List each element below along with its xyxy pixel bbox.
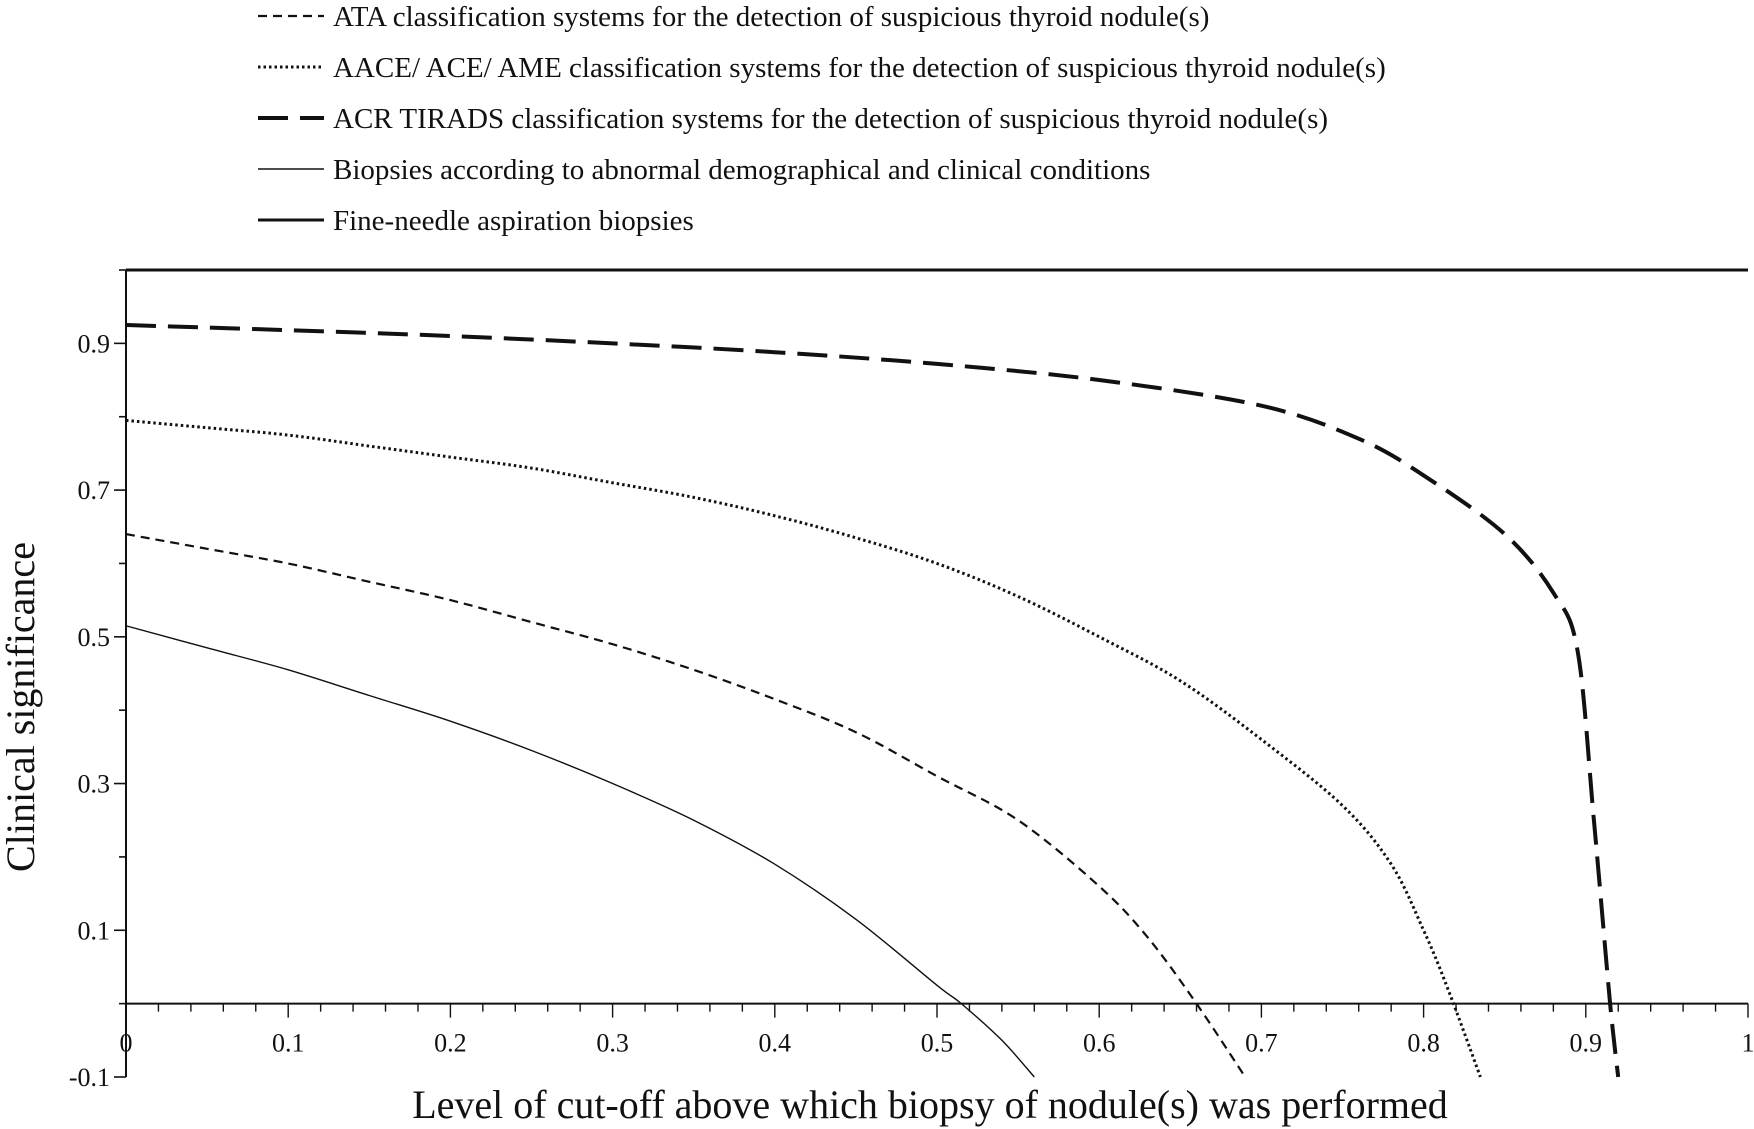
x-tick-label: 0.6 [1083, 1029, 1116, 1058]
x-tick-label: 0 [120, 1029, 133, 1058]
y-tick-label: 0.3 [78, 770, 111, 799]
x-tick-label: 0.5 [921, 1029, 954, 1058]
series-layer [125, 268, 1748, 1078]
y-tick-label: 0.5 [78, 623, 111, 652]
x-tick-label: 0.8 [1407, 1029, 1440, 1058]
x-tick-label: 1 [1742, 1029, 1754, 1058]
legend-label-2: AACE/ ACE/ AME classification systems fo… [333, 52, 1386, 84]
x-tick-label: 0.7 [1245, 1029, 1278, 1058]
series-line-3 [125, 323, 1621, 1078]
legend-label-4: Biopsies according to abnormal demograph… [333, 154, 1150, 186]
x-tick-label: 0.9 [1570, 1029, 1603, 1058]
legend: ATA classification systems for the detec… [258, 1, 1386, 237]
x-axis-title: Level of cut-off above which biopsy of n… [412, 1082, 1448, 1127]
y-tick-label: 0.9 [78, 329, 111, 358]
x-tick-label: 0.3 [596, 1029, 629, 1058]
series-line-1 [125, 533, 1247, 1078]
y-axis-title: Clinical significance [0, 542, 43, 872]
y-tick-label: 0.1 [78, 916, 111, 945]
y-tick-label: -0.1 [69, 1063, 110, 1092]
series-line-2 [125, 418, 1482, 1078]
series-line-4 [125, 625, 1035, 1078]
legend-label-5: Fine-needle aspiration biopsies [333, 205, 694, 237]
legend-label-3: ACR TIRADS classification systems for th… [333, 103, 1328, 135]
x-tick-label: 0.2 [434, 1029, 467, 1058]
axes: -0.1 0.1 0.3 0.5 0.7 0.9 0 0.1 0.2 0.3 0.4 0.5 0.6 0.… [69, 269, 1754, 1092]
legend-label-1: ATA classification systems for the detec… [333, 1, 1209, 33]
x-tick-label: 0.4 [759, 1029, 792, 1058]
x-tick-label: 0.1 [272, 1029, 305, 1058]
y-tick-label: 0.7 [78, 476, 111, 505]
